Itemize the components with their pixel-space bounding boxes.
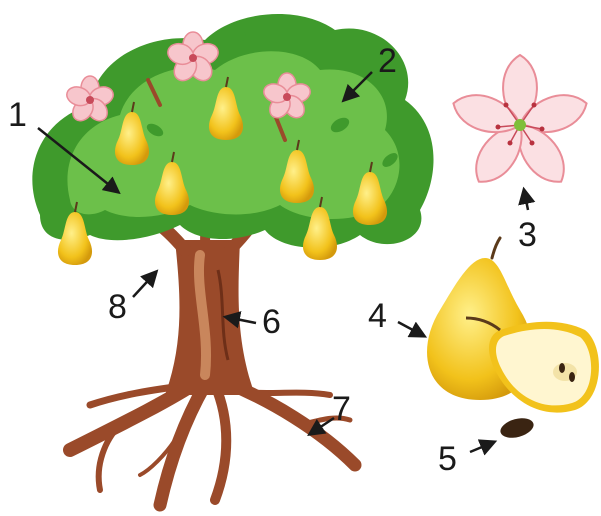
arrow-5 [470, 442, 494, 452]
label-5: 5 [438, 440, 457, 478]
label-8: 8 [108, 288, 127, 326]
flower-detail [448, 55, 592, 192]
seed-detail [498, 415, 536, 441]
arrow-8 [133, 272, 156, 297]
arrow-3 [524, 190, 528, 210]
arrow-4 [398, 322, 424, 336]
label-4: 4 [368, 297, 387, 335]
label-3: 3 [518, 216, 537, 254]
label-2: 2 [378, 42, 397, 80]
roots [70, 380, 355, 505]
pear-fruit-detail [427, 238, 599, 413]
trunk [165, 240, 255, 395]
label-7: 7 [332, 390, 351, 428]
label-6: 6 [262, 303, 281, 341]
label-1: 1 [8, 96, 27, 134]
